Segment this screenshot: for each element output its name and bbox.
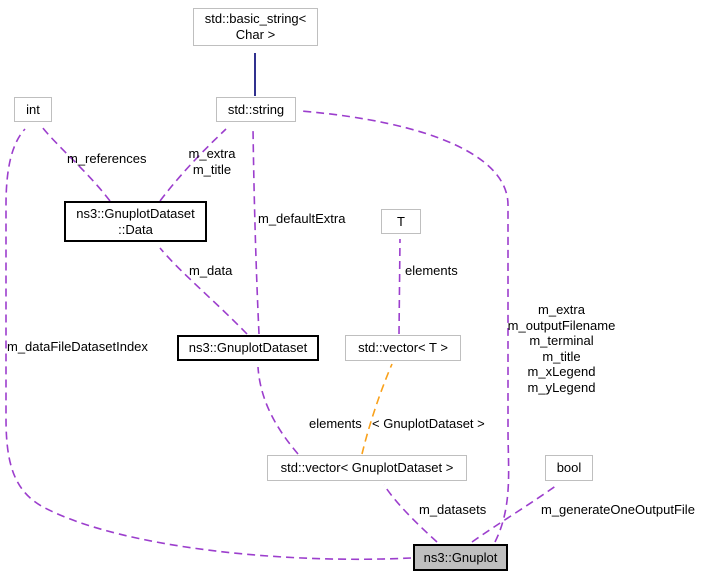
edge-m-extra-m-title [159, 128, 227, 202]
edge-m-datasets [383, 484, 438, 543]
edge-label-m-data: m_data [189, 263, 233, 278]
node-label: std::vector< GnuplotDataset > [280, 460, 454, 475]
edge-elements-t [398, 238, 401, 335]
node-label: bool [556, 460, 582, 475]
edge-label-m-generateoneoutputfile: m_generateOneOutputFile [541, 502, 695, 517]
node-gnuplotdataset-data[interactable]: ns3::GnuplotDataset ::Data [64, 201, 207, 242]
edge-label-line: m_outputFilename [507, 317, 616, 333]
node-std-string: std::string [216, 97, 296, 122]
node-std-vector-t: std::vector< T > [345, 335, 461, 361]
edge-m-references [41, 126, 111, 202]
edge-label-m-defaultextra: m_defaultExtra [258, 211, 346, 226]
edge-label-m-datafiledatasetindex: m_dataFileDatasetIndex [7, 339, 148, 354]
edge-label-gnuplot-string-members: m_extra m_outputFilename m_terminal m_ti… [504, 302, 619, 395]
node-t: T [381, 209, 421, 234]
node-label: ns3::Gnuplot [423, 549, 498, 565]
edge-label-line: m_terminal [529, 333, 594, 348]
node-label: std::string [227, 101, 285, 117]
edge-label-line: m_xLegend [527, 364, 596, 379]
node-label: Char > [235, 27, 276, 42]
edge-gnuplot-strings [300, 110, 510, 543]
edge-m-defaultextra [252, 127, 260, 335]
node-label: std::basic_string< [204, 11, 307, 26]
edge-label-template-args: < GnuplotDataset > [372, 416, 485, 431]
edge-template-instantiation [361, 363, 393, 455]
edge-label-elements-t: elements [405, 263, 458, 278]
edge-label-line: m_extra [188, 146, 236, 161]
node-int: int [14, 97, 52, 122]
node-label: std::vector< T > [358, 340, 448, 355]
node-bool: bool [545, 455, 593, 481]
edge-m-generateoneoutputfile [471, 484, 558, 543]
node-label: ns3::GnuplotDataset [188, 340, 308, 355]
node-label: ns3::GnuplotDataset [76, 205, 195, 221]
edge-m-data [159, 247, 248, 335]
edge-m-datafiledatasetindex [5, 128, 412, 561]
node-std-vector-gnuplotdataset: std::vector< GnuplotDataset > [267, 455, 467, 481]
edge-label-m-extra-m-title: m_extra m_title [185, 146, 239, 177]
edge-label-m-references: m_references [67, 151, 147, 166]
edge-label-m-datasets: m_datasets [419, 502, 487, 517]
node-ns3-gnuplot: ns3::Gnuplot [413, 544, 508, 571]
edge-label-line: m_title [192, 161, 232, 177]
edge-label-line: m_extra [538, 302, 585, 317]
node-gnuplotdataset[interactable]: ns3::GnuplotDataset [177, 335, 319, 361]
edge-label-elements-dataset: elements [309, 416, 362, 431]
edge-label-line: m_yLegend [527, 379, 596, 395]
edge-elements-dataset [257, 366, 299, 455]
node-label: T [397, 213, 405, 229]
node-label: ::Data [118, 221, 153, 237]
node-std-basic-string: std::basic_string< Char > [193, 8, 318, 46]
edge-label-line: m_title [542, 348, 581, 364]
node-label: int [26, 101, 40, 117]
